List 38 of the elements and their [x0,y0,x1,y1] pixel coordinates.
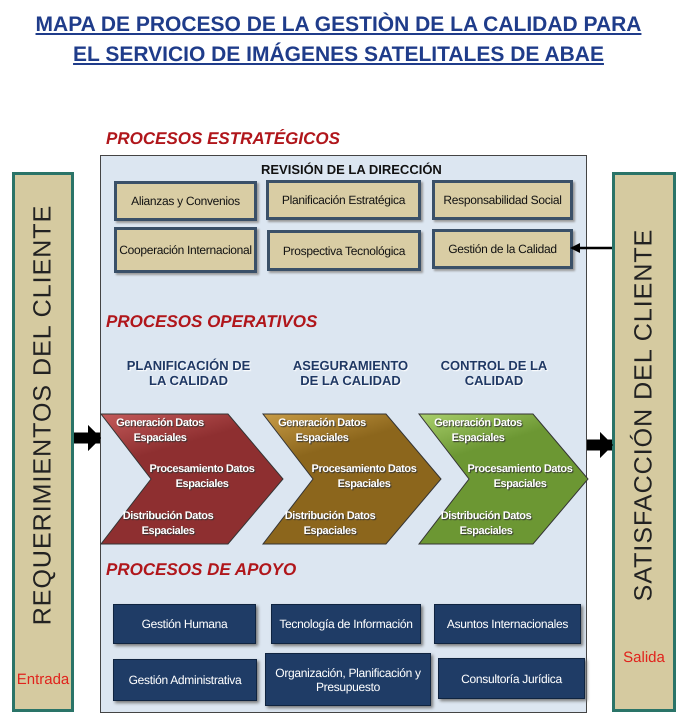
process-box: Responsabilidad Social [432,180,573,220]
side-band [612,172,676,712]
arrow [570,243,612,253]
band-label: REQUERIMIENTOS DEL CLIENTE [28,205,58,626]
step-label: Generación Datos Espaciales [433,416,523,446]
process-box: Organización, Planificación y Presupuesto [265,653,431,706]
section-heading: PROCESOS OPERATIVOS [106,312,318,332]
process-box: Planificación Estratégica [266,180,421,220]
title: MAPA DE PROCESO DE LA GESTIÒN DE LA CALIDAD PARA EL SERVICIO DE IMÁGENES SATELITALES DE ABAE [34,11,642,68]
process-box: Asuntos Internacionales [434,604,581,644]
group-heading: REVISIÓN DE LA DIRECCIÓN [261,162,442,177]
arrow [74,424,102,452]
section-heading: PROCESOS ESTRATÉGICOS [106,129,340,149]
band-label: SATISFACCIÓN DEL CLIENTE [630,228,658,602]
process-box: Gestión de la Calidad [432,229,573,269]
section-heading: PROCESOS DE APOYO [106,560,296,580]
process-box: Gestión Administrativa [113,659,257,701]
step-label: Procesamiento Datos Espaciales [148,462,256,492]
step-label: Distribución Datos Espaciales [122,509,214,539]
process-box: Gestión Humana [113,604,256,644]
step-label: Procesamiento Datos Espaciales [466,462,574,492]
step-label: Distribución Datos Espaciales [440,509,532,539]
step-label: Distribución Datos Espaciales [284,509,376,539]
step-label: Generación Datos Espaciales [277,416,367,446]
arrow [587,432,614,458]
side-band [12,172,74,712]
stage-heading: ASEGURAMIENTO DE LA CALIDAD [292,358,410,388]
stage-heading: CONTROL DE LA CALIDAD [440,358,548,388]
step-label: Procesamiento Datos Espaciales [310,462,418,492]
io-label: Entrada [16,671,70,688]
process-box: Tecnología de Información [271,604,421,644]
process-box: Prospectiva Tecnológica [267,230,421,271]
process-box: Alianzas y Convenios [114,181,257,221]
process-box: Cooperación Internacional [114,227,257,273]
stage-heading: PLANIFICACIÓN DE LA CALIDAD [126,358,251,388]
io-label: Salida [622,649,666,666]
process-box: Consultoría Jurídica [438,658,585,699]
step-label: Generación Datos Espaciales [115,416,205,446]
